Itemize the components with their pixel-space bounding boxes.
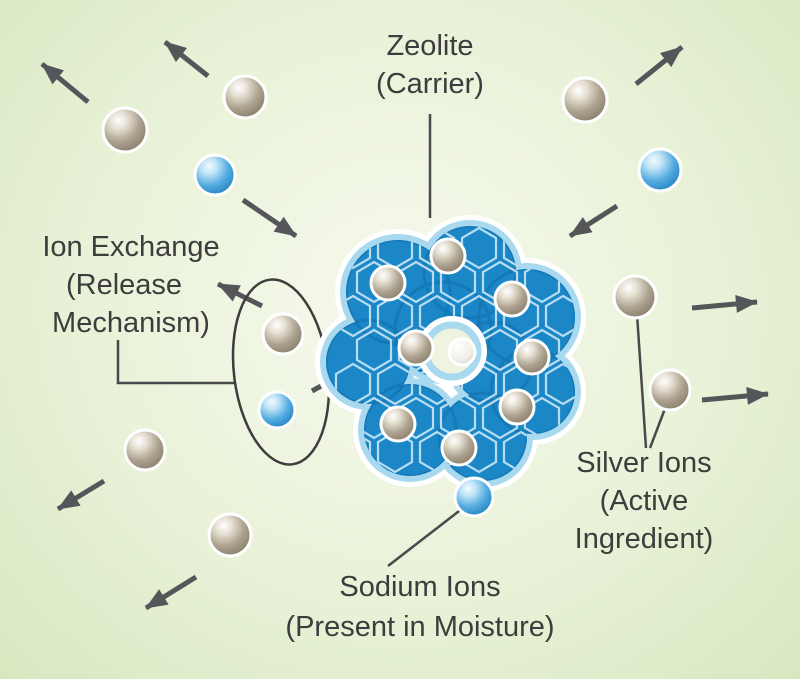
arrow-top-right	[634, 45, 684, 86]
connector-sodium-label	[387, 507, 464, 567]
free-silver-ions	[101, 74, 692, 558]
silver-ion-sphere	[207, 512, 253, 558]
zeolite-label-line1: Zeolite	[386, 30, 473, 62]
silver-ions-label-line1: Silver Ions	[576, 447, 711, 479]
arrow-ion-exchange-out	[216, 281, 264, 309]
silver-ion-sphere	[612, 274, 658, 320]
connector-ion-exchange-label	[116, 340, 234, 385]
silver-ion-sphere	[123, 428, 167, 472]
sodium-ion-sphere	[637, 147, 683, 193]
labels: Zeolite (Carrier) Ion Exchange (Release …	[42, 30, 713, 643]
label-connectors	[116, 114, 668, 567]
cage-polygon	[460, 226, 498, 270]
sodium-ions-label-line2: (Present in Moisture)	[285, 611, 554, 643]
connector-silver-lower	[648, 405, 668, 449]
silver-ion-sphere	[429, 237, 467, 275]
sodium-ion-sphere	[257, 390, 297, 430]
sodium-ion-sphere	[193, 153, 237, 197]
ion-exchange-label-line2: (Release	[66, 269, 182, 301]
silver-ion-sphere	[397, 329, 435, 367]
arrow-silver-out-lower	[701, 386, 769, 405]
cage-polygon	[376, 294, 414, 338]
silver-ion-sphere	[561, 76, 609, 124]
arrow-toward-zeolite-right	[568, 203, 619, 239]
sodium-ions	[193, 147, 683, 518]
silver-ion-sphere	[440, 429, 478, 467]
silver-ions-label-line2: (Active	[600, 485, 689, 517]
ion-exchange-label-line1: Ion Exchange	[42, 231, 219, 263]
diffusion-arrows	[40, 40, 769, 611]
sodium-ions-label-line1: Sodium Ions	[339, 571, 500, 603]
silver-ion-sphere	[101, 106, 149, 154]
silver-ion-sphere	[261, 312, 305, 356]
arrow-toward-zeolite-left	[241, 197, 298, 239]
silver-ion-sphere	[498, 388, 536, 426]
cage-polygon	[544, 294, 575, 338]
silver-ion-sphere	[513, 338, 551, 376]
arrow-top-left-inner	[163, 40, 210, 78]
cage-polygon	[355, 328, 393, 372]
silver-ion-sphere	[648, 368, 692, 412]
white-ion-sphere	[447, 337, 477, 367]
connector-silver-upper	[635, 313, 648, 449]
arrow-bottom-left-outer	[56, 478, 106, 512]
zeolite-label-line2: (Carrier)	[376, 68, 484, 100]
zeolite-structure	[326, 226, 580, 481]
silver-ion-sphere	[379, 405, 417, 443]
embedded-silver-ions	[369, 237, 551, 467]
ion-exchange-label-line3: Mechanism)	[52, 307, 210, 339]
cage-polygon	[376, 430, 414, 474]
silver-ion-sphere	[222, 74, 268, 120]
arrow-bottom-left-inner	[144, 574, 198, 611]
arrow-silver-out-upper	[691, 294, 758, 313]
silver-ions-label-line3: Ingredient)	[575, 523, 714, 555]
sodium-ion-sphere	[453, 476, 495, 518]
silver-ion-sphere	[369, 264, 407, 302]
silver-ion-sphere	[493, 280, 531, 318]
cage-polygon	[544, 362, 575, 406]
arrow-top-left-outer	[40, 62, 90, 104]
